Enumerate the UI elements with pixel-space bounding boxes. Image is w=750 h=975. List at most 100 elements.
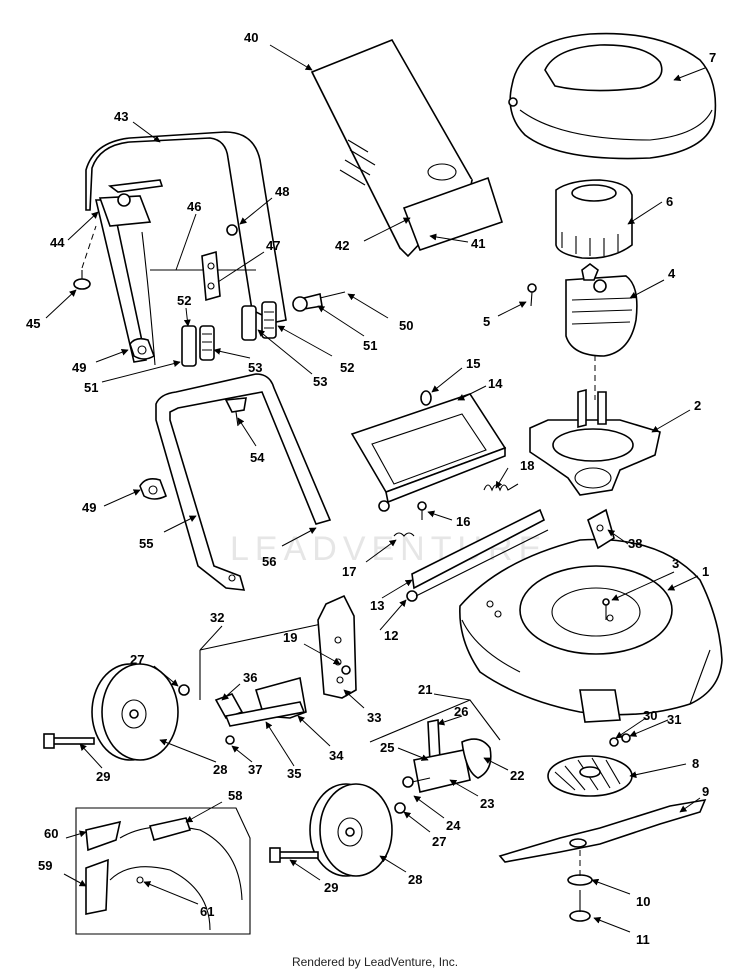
callout-45: 45 (26, 316, 40, 331)
callout-11: 11 (636, 932, 650, 947)
cable-clamp-upper (129, 337, 155, 360)
handle-knob (73, 225, 97, 290)
callout-54: 54 (250, 450, 265, 465)
callout-3: 3 (672, 556, 679, 571)
callout-52: 52 (177, 293, 191, 308)
callout-7: 7 (709, 50, 716, 65)
callout-12: 12 (384, 628, 398, 643)
callout-27-b: 27 (432, 834, 446, 849)
wheel-front-right (309, 783, 393, 877)
callout-8: 8 (692, 756, 699, 771)
lower-handle (155, 373, 332, 591)
axle-washer-right (394, 802, 406, 814)
callout-29: 29 (96, 769, 110, 784)
callout-13: 13 (370, 598, 384, 613)
callout-37: 37 (248, 762, 262, 777)
callout-18: 18 (520, 458, 534, 473)
blade-bolt (569, 850, 591, 922)
axle-bolt-right (269, 847, 319, 863)
callout-58: 58 (228, 788, 242, 803)
callout-1: 1 (702, 564, 709, 579)
hinge-spring (393, 532, 415, 537)
callout-46: 46 (187, 199, 201, 214)
callout-14: 14 (488, 376, 503, 391)
handle-bolt-right (292, 291, 346, 312)
callout-23: 23 (480, 796, 494, 811)
callout-15: 15 (466, 356, 480, 371)
callout-26: 26 (454, 704, 468, 719)
axle-bolt-left (43, 733, 95, 749)
torsion-spring (483, 483, 519, 492)
callout-28: 28 (213, 762, 227, 777)
callout-19: 19 (283, 630, 297, 645)
mower-deck (459, 538, 723, 723)
deck-bracket (587, 508, 615, 550)
callout-36: 36 (243, 670, 257, 685)
callout-42: 42 (335, 238, 349, 253)
grass-bag (310, 38, 503, 258)
callout-10: 10 (636, 894, 650, 909)
callout-40: 40 (244, 30, 258, 45)
cooling-fan (547, 755, 633, 797)
callout-29-b: 29 (324, 880, 338, 895)
engine-shroud (508, 32, 717, 160)
callout-33: 33 (367, 710, 381, 725)
callout-43: 43 (114, 109, 128, 124)
callout-21: 21 (418, 682, 432, 697)
callout-5: 5 (483, 314, 490, 329)
callout-47: 47 (266, 238, 280, 253)
callout-55: 55 (139, 536, 153, 551)
callout-4: 4 (668, 266, 676, 281)
motor-mount (529, 388, 661, 496)
callout-32: 32 (210, 610, 224, 625)
callout-17: 17 (342, 564, 356, 579)
callout-38: 38 (628, 536, 642, 551)
callout-35: 35 (287, 766, 301, 781)
screw-5 (527, 283, 537, 307)
callout-51: 51 (363, 338, 377, 353)
callout-60: 60 (44, 826, 58, 841)
inset-detail (75, 807, 251, 935)
axle-washer-left (178, 684, 190, 696)
callout-52-b: 52 (340, 360, 354, 375)
cable-guide (201, 224, 238, 302)
spacers (181, 301, 277, 367)
upper-handle (85, 131, 287, 366)
blade-washer (567, 874, 593, 886)
callout-48: 48 (275, 184, 289, 199)
cable-clamp-lower (139, 478, 168, 500)
height-adjuster (199, 594, 357, 745)
callout-16: 16 (456, 514, 470, 529)
door-screw (417, 501, 427, 520)
callout-61: 61 (200, 904, 214, 919)
callout-labels: 40 7 43 48 46 44 42 41 6 47 4 45 52 50 5… (26, 30, 716, 947)
callout-44: 44 (50, 235, 65, 250)
callout-51-b: 51 (84, 380, 98, 395)
mower-blade (498, 798, 707, 863)
rear-door (350, 390, 507, 512)
callout-49: 49 (72, 360, 86, 375)
callout-34: 34 (329, 748, 344, 763)
callout-9: 9 (702, 784, 709, 799)
callout-22: 22 (510, 768, 524, 783)
callout-28-b: 28 (408, 872, 422, 887)
callout-25: 25 (380, 740, 394, 755)
leader-lines (45, 44, 706, 933)
callout-56: 56 (262, 554, 276, 569)
callout-53: 53 (248, 360, 262, 375)
motor-cover (555, 179, 633, 260)
callout-50: 50 (399, 318, 413, 333)
screw-3 (602, 598, 610, 620)
footer-credit: Rendered by LeadVenture, Inc. (291, 955, 459, 969)
callout-59: 59 (38, 858, 52, 873)
callout-6: 6 (666, 194, 673, 209)
callout-30: 30 (643, 708, 657, 723)
callout-27: 27 (130, 652, 144, 667)
rear-deflector (406, 508, 549, 602)
motor (565, 263, 638, 400)
callout-2: 2 (694, 398, 701, 413)
callout-49-b: 49 (82, 500, 96, 515)
callout-31: 31 (667, 712, 681, 727)
callout-24: 24 (446, 818, 461, 833)
